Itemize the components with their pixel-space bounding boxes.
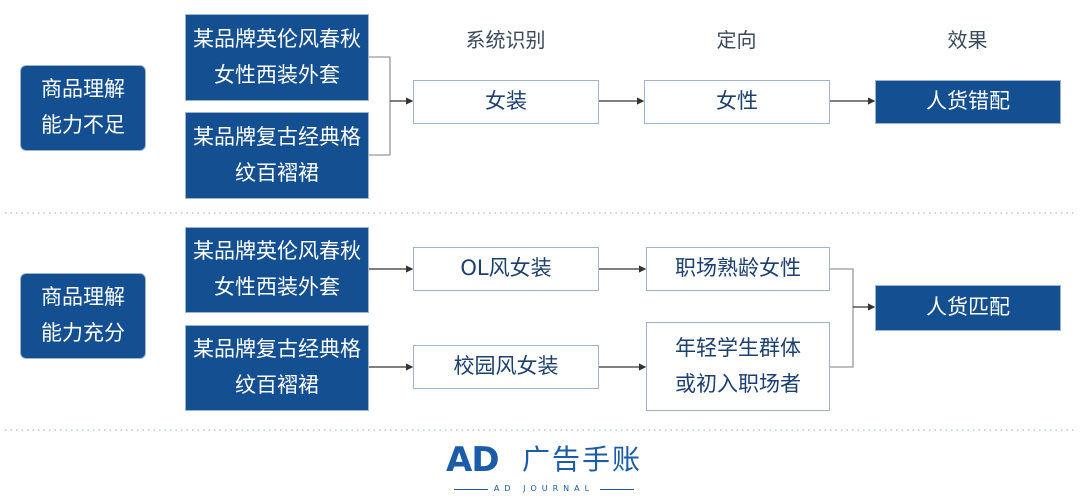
logo-name: 广告手账	[522, 443, 643, 476]
logo-rule	[600, 488, 635, 490]
logo-tagline: AD JOURNAL	[493, 484, 595, 493]
recognition-result: 女装	[413, 80, 599, 124]
insufficient-label: 商品理解能力不足	[20, 65, 146, 151]
targeting-result-2: 年轻学生群体或初入职场者	[646, 322, 830, 411]
effect-result: 人货匹配	[875, 285, 1061, 331]
ad-journal-logo: AD 广告手账 AD JOURNAL	[440, 440, 650, 498]
header-effect: 效果	[947, 28, 988, 52]
header-targeting: 定向	[716, 28, 757, 52]
source-item-2: 某品牌复古经典格纹百褶裙	[185, 325, 369, 411]
targeting-result: 女性	[644, 80, 830, 124]
source-item-1: 某品牌英伦风春秋女性西装外套	[185, 227, 369, 313]
targeting-result-1: 职场熟龄女性	[646, 247, 830, 291]
logo-mark: AD	[446, 440, 500, 480]
recognition-result-2: 校园风女装	[413, 345, 599, 389]
header-recognition: 系统识别	[465, 28, 546, 52]
source-item-1: 某品牌英伦风春秋女性西装外套	[185, 14, 369, 101]
logo-rule	[454, 488, 488, 490]
recognition-result-1: OL风女装	[413, 247, 599, 291]
sufficient-label: 商品理解能力充分	[20, 273, 146, 359]
logo-tagline-row: AD JOURNAL	[454, 484, 635, 494]
effect-result: 人货错配	[875, 80, 1061, 124]
source-item-2: 某品牌复古经典格纹百褶裙	[185, 112, 369, 199]
